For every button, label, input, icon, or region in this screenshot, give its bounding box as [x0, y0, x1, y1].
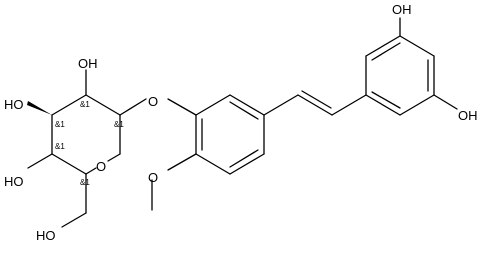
oh-right-label: OH: [458, 108, 478, 123]
ho-sugar-left-upper-label: HO: [4, 97, 24, 112]
stereo-c4: &1: [55, 142, 65, 151]
oh-sugar-top-label: OH: [78, 56, 98, 71]
resorcinol-ring: [365, 17, 458, 116]
stereo-c3: &1: [55, 120, 65, 129]
stereo-c1: &1: [114, 120, 124, 129]
methoxy-oxygen-label: O: [148, 170, 158, 185]
ho-sugar-bottom-label: HO: [36, 228, 56, 243]
middle-ring: [151, 94, 265, 211]
glucose-ring: [27, 69, 147, 228]
glycosidic-oxygen-label: O: [148, 94, 158, 109]
ring-oxygen-label: O: [96, 159, 106, 174]
stereo-c5: &1: [80, 178, 90, 187]
vinylene-bridge: [263, 90, 367, 116]
ho-sugar-left-lower-label: HO: [4, 174, 24, 189]
stereo-c2: &1: [80, 100, 90, 109]
oh-top-right-label: OH: [392, 2, 412, 17]
